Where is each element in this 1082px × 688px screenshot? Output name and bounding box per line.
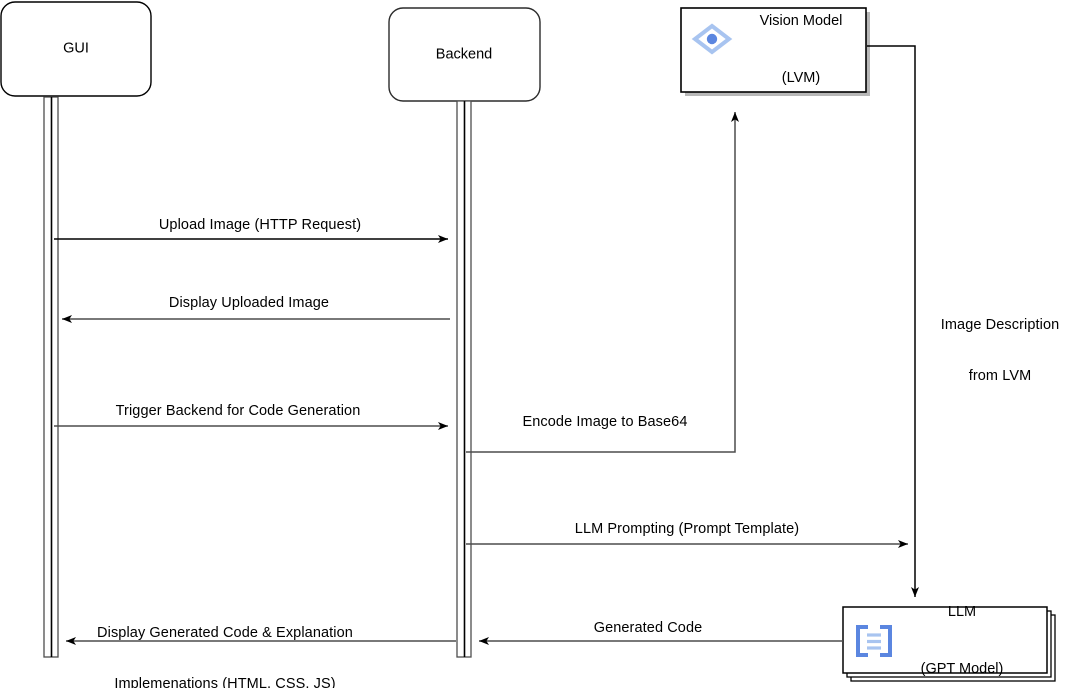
message-label-display-generated-code: Display Generated Code & Explanation Imp… (97, 591, 353, 688)
message-arrow-encode-image-base64 (466, 112, 739, 453)
message-label-display-generated-code-line1: Display Generated Code & Explanation (97, 625, 353, 641)
message-label-display-generated-code-line2: Implemenations (HTML, CSS, JS) (114, 676, 336, 688)
message-label-display-uploaded-image: Display Uploaded Image (168, 295, 330, 311)
message-label-image-description-from-lvm: Image Description from LVM (941, 283, 1060, 419)
message-label-generated-code: Generated Code (593, 620, 703, 636)
message-label-upload-image: Upload Image (HTTP Request) (158, 217, 362, 233)
participant-label-lvm-line2: (LVM) (781, 70, 821, 86)
participant-label-lvm-line1: Vision Model (759, 13, 843, 29)
message-label-image-description-line2: from LVM (968, 368, 1032, 384)
participant-label-llm: LLM (GPT Model) (921, 565, 1004, 688)
message-label-llm-prompting: LLM Prompting (Prompt Template) (574, 521, 800, 537)
message-label-image-description-line1: Image Description (940, 317, 1060, 333)
participant-label-backend: Backend (435, 46, 493, 63)
participant-label-lvm: Vision Model (LVM) (760, 0, 843, 126)
message-arrow-image-description-from-lvm (867, 45, 919, 597)
participant-box-gui[interactable] (0, 1, 152, 97)
code-brackets-icon (856, 625, 892, 657)
message-label-trigger-backend: Trigger Backend for Code Generation (115, 403, 361, 419)
participant-label-llm-line1: LLM (947, 604, 977, 620)
participant-label-gui: GUI (63, 40, 89, 57)
message-label-encode-image-base64: Encode Image to Base64 (522, 414, 688, 430)
diamond-dot-icon (691, 23, 733, 55)
participant-label-llm-line2: (GPT Model) (920, 661, 1004, 677)
